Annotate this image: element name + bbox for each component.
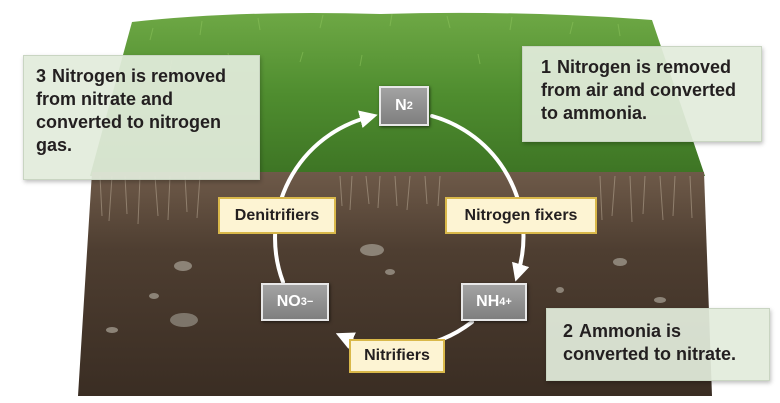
compound-subscript: 3 <box>300 296 307 308</box>
arrow-n2-to-nh4 <box>430 114 530 282</box>
compound-charge: + <box>505 296 512 308</box>
compound-base: N <box>395 97 407 114</box>
compound-base: NH <box>476 293 500 310</box>
callout-text: Nitrogen is removed from air and convert… <box>541 57 737 123</box>
label-denitrifiers: Denitrifiers <box>218 197 336 234</box>
compound-charge: − <box>306 296 314 308</box>
compound-subscript: 4 <box>499 296 506 308</box>
compound-subscript: 2 <box>406 100 413 112</box>
soil-pebbles <box>106 244 666 333</box>
callout-number: 3 <box>36 66 47 86</box>
compound-base: NO <box>276 293 301 310</box>
arrow-no3-to-n2 <box>273 110 378 284</box>
label-nitrogen-fixers: Nitrogen fixers <box>445 197 597 234</box>
root-band <box>99 175 693 225</box>
callout-number: 2 <box>563 321 574 341</box>
label-nitrifiers: Nitrifiers <box>349 339 445 373</box>
callout-text: Nitrogen is removed from nitrate and con… <box>36 66 227 155</box>
callout-text: Ammonia is converted to nitrate. <box>563 321 737 364</box>
callout-number: 1 <box>541 57 552 77</box>
